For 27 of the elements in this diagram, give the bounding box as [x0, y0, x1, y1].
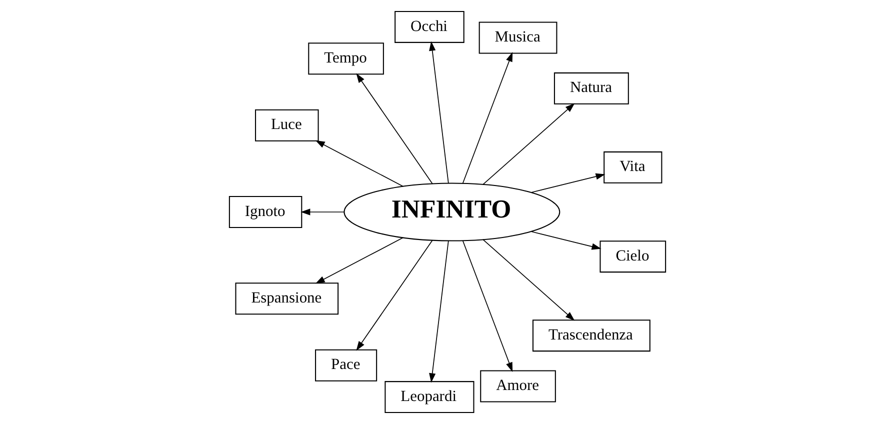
arrow — [428, 41, 448, 184]
node-box: Cielo — [599, 240, 666, 273]
node-box: Occhi — [394, 10, 464, 43]
node-box: Pace — [314, 349, 377, 382]
node-ellipse: INFINITO — [343, 182, 560, 242]
arrow — [314, 237, 404, 284]
node-box: Espansione — [234, 282, 338, 315]
arrow — [462, 52, 512, 184]
arrow — [356, 240, 432, 351]
node-box: Luce — [254, 109, 318, 142]
node-box: Amore — [480, 370, 556, 402]
arrow — [300, 208, 344, 216]
node-box: Trascendenza — [532, 320, 650, 352]
node-box: Vita — [603, 151, 662, 184]
arrow — [482, 103, 574, 185]
arrow — [428, 240, 448, 383]
arrow — [314, 140, 404, 187]
arrow — [482, 239, 574, 321]
node-box: Musica — [478, 22, 557, 54]
node-box: Natura — [553, 72, 628, 104]
arrow — [530, 173, 605, 193]
node-box: Ignoto — [228, 196, 302, 228]
arrow — [530, 231, 601, 250]
node-box: Leopardi — [384, 381, 474, 414]
arrow — [356, 73, 432, 184]
arrow — [462, 240, 512, 372]
node-box: Tempo — [308, 42, 384, 75]
